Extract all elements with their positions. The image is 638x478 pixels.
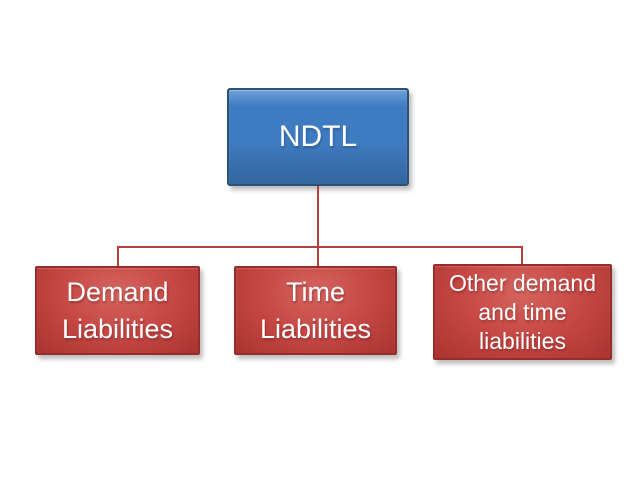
node-time-liabilities-line-2: Liabilities [259, 313, 372, 344]
connector-right-stub [521, 246, 523, 266]
node-time-liabilities-line-1: Time [286, 276, 345, 307]
node-other-demand-time-liabilities: Other demand and time liabilities [433, 264, 612, 360]
node-other-demand-time-liabilities-line-1: Other demand [448, 269, 597, 296]
node-demand-liabilities-line-2: Liabilities [61, 313, 174, 344]
node-ndtl: NDTL [227, 88, 409, 186]
connector-left-stub [117, 246, 119, 268]
node-demand-liabilities: Demand Liabilities [35, 266, 200, 355]
node-time-liabilities: Time Liabilities [234, 266, 397, 355]
connector-root-stem [317, 186, 319, 266]
node-demand-liabilities-line-1: Demand [66, 276, 169, 307]
node-other-demand-time-liabilities-line-2: and time [478, 298, 567, 325]
node-ndtl-label: NDTL [278, 120, 358, 153]
connector-horizontal-rail [117, 246, 523, 248]
node-other-demand-time-liabilities-line-3: liabilities [479, 327, 566, 354]
